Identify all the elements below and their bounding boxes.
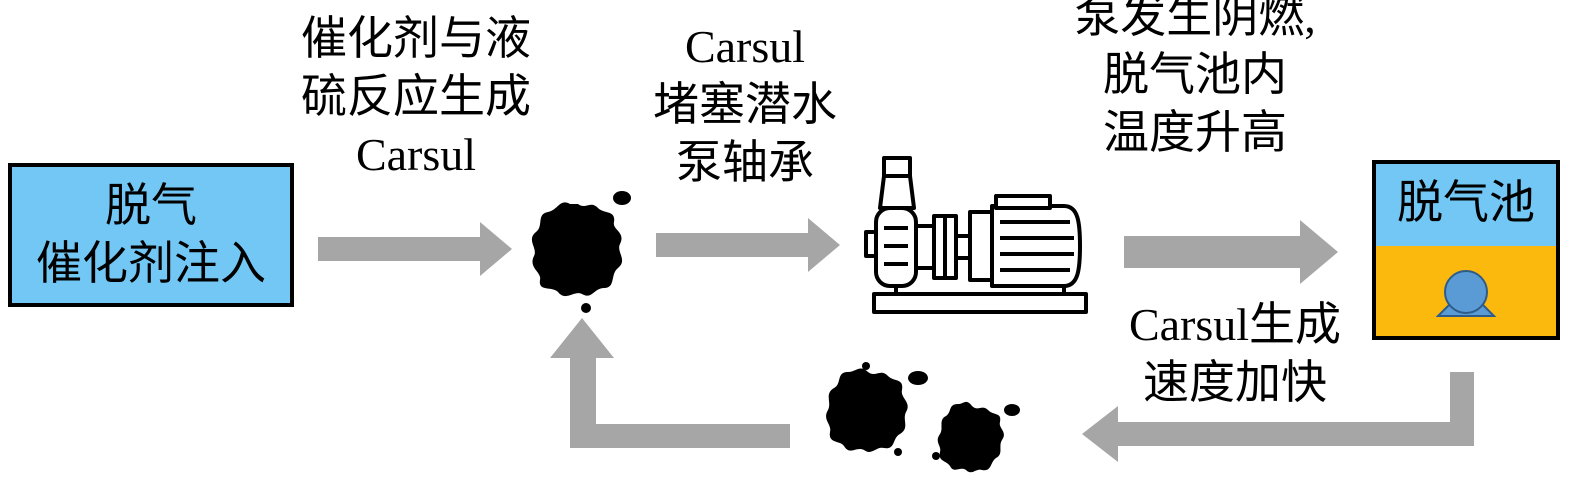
- arrow-inject-to-carsul: [318, 222, 512, 276]
- smolder-label-line2: 脱气池内: [1103, 49, 1287, 100]
- reaction-label-line2: 硫反应生成: [301, 71, 531, 122]
- faster-label-line2: 速度加快: [1143, 357, 1327, 408]
- reaction-label: 催化剂与液 硫反应生成 Carsul: [276, 10, 556, 184]
- submersible-pump-icon: [864, 156, 1088, 314]
- block-label-line3: 泵轴承: [676, 137, 814, 188]
- faster-label-line1: Carsul生成: [1128, 299, 1342, 350]
- carsul-blob-small-icon: [932, 401, 1020, 473]
- block-label-line1: Carsul: [684, 21, 806, 72]
- carsul-blob-large-icon: [826, 362, 928, 456]
- arrow-tank-to-carsul-growth: [1082, 372, 1474, 462]
- reaction-label-line1: 催化剂与液: [301, 13, 531, 64]
- degas-tank: 脱气池: [1372, 160, 1560, 340]
- inject-box-line2: 催化剂注入: [36, 238, 266, 289]
- arrow-pump-to-tank: [1124, 220, 1338, 284]
- arrow-carsul-to-pump: [656, 218, 840, 272]
- smolder-label-line3: 温度升高: [1103, 107, 1287, 158]
- arrow-feedback-to-carsul: [550, 318, 790, 448]
- reaction-label-line3: Carsul: [355, 129, 477, 180]
- carsul-blob-icon: [531, 191, 631, 313]
- tank-pump-symbol-icon: [1435, 270, 1497, 317]
- smolder-label: 泵发生阴燃, 脱气池内 温度升高: [1040, 0, 1350, 162]
- block-bearing-label: Carsul 堵塞潜水 泵轴承: [630, 18, 860, 192]
- faster-generation-label: Carsul生成 速度加快: [1100, 296, 1370, 412]
- catalyst-injection-box: 脱气 催化剂注入: [8, 163, 294, 307]
- degas-tank-label: 脱气池: [1376, 164, 1556, 246]
- block-label-line2: 堵塞潜水: [653, 79, 837, 130]
- smolder-label-line1: 泵发生阴燃,: [1074, 0, 1316, 42]
- inject-box-line1: 脱气: [105, 180, 197, 231]
